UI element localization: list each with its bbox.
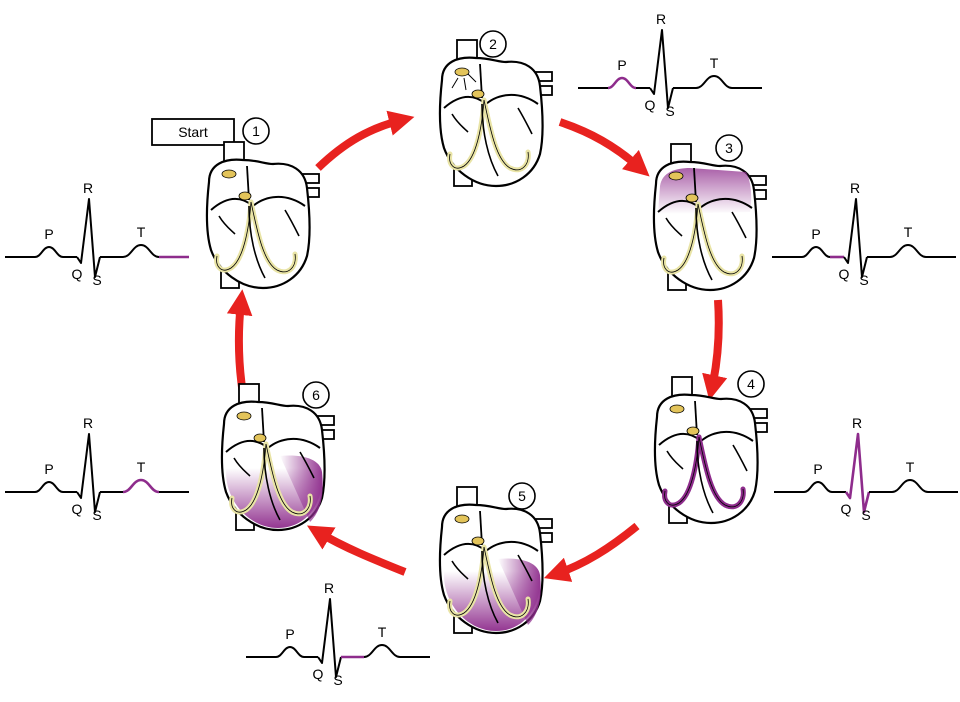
stage-number-text: 4 [747, 376, 755, 392]
arrow-2-to-3 [558, 118, 650, 177]
ecg-segment-t [122, 244, 160, 258]
ecg-segment-qrs [844, 432, 871, 514]
stage-number-text: 2 [489, 36, 497, 52]
ecg-segment-p [801, 246, 831, 258]
ecg-segment-qrs [76, 198, 101, 278]
stage-number-text: 3 [725, 140, 733, 156]
stage-number-circle [508, 482, 536, 510]
arrow-3-to-4 [702, 299, 728, 401]
stage-number-text: 1 [252, 123, 260, 139]
ecg-segment-p [803, 481, 833, 493]
stage-number-circle [737, 370, 765, 398]
ecg-label-t: T [137, 224, 146, 240]
heart-illustrations [205, 39, 768, 635]
ecg-segment-t [889, 244, 927, 258]
ecg-segment-p [34, 481, 64, 493]
stage-number-1: 1 [242, 117, 270, 145]
ecg-label-t: T [137, 459, 146, 475]
ecg-label-s: S [333, 672, 342, 688]
start-label: Start [151, 118, 235, 146]
start-box [151, 118, 235, 146]
ecg-segment-t [363, 644, 401, 658]
ecg-label-s: S [859, 272, 868, 288]
stage-number-circle [242, 117, 270, 145]
ecg-label-q: Q [645, 97, 656, 113]
heart-stage-2 [438, 39, 553, 188]
ecg-segment-p [607, 76, 637, 90]
ecg-label-s: S [861, 507, 870, 523]
arrow-1-to-2 [315, 110, 415, 171]
ecg-label-q: Q [72, 266, 83, 282]
stage-numbers: 1 2 3 4 5 6 [242, 30, 765, 510]
arrow-6-to-1 [226, 289, 253, 395]
ecg-label-s: S [92, 507, 101, 523]
ecg-label-q: Q [72, 501, 83, 517]
stage-number-text: 6 [312, 387, 320, 403]
ecg-label-q: Q [313, 666, 324, 682]
ecg-segment-qrs [76, 433, 101, 513]
ecg-segment-qrs [649, 29, 674, 109]
ecg-label-r: R [850, 180, 860, 196]
ecg-segment-p [34, 246, 64, 258]
ecg-label-p: P [811, 226, 820, 242]
ecg-label-t: T [906, 459, 915, 475]
ecg-label-t: T [710, 55, 719, 71]
ecg-label-p: P [285, 626, 294, 642]
arrow-5-to-6 [306, 525, 407, 576]
ecg-label-p: P [617, 57, 626, 73]
ecg-label-q: Q [841, 501, 852, 517]
stage-number-circle [479, 30, 507, 58]
ecg-label-r: R [83, 415, 93, 431]
ecg-label-r: R [324, 580, 334, 596]
stage-number-circle [302, 381, 330, 409]
ecg-label-p: P [44, 226, 53, 242]
stage-number-text: 5 [518, 488, 526, 504]
heart-stage-4 [653, 376, 768, 525]
ecg-label-r: R [656, 11, 666, 27]
heart-stage-1 [205, 141, 320, 290]
ecg-label-r: R [852, 415, 862, 431]
stage-number-6: 6 [302, 381, 330, 409]
ecg-label-s: S [665, 103, 674, 119]
ecg-label-t: T [378, 624, 387, 640]
stage-number-4: 4 [737, 370, 765, 398]
stage-number-circle [715, 134, 743, 162]
arrow-4-to-5 [543, 522, 640, 582]
ecg-segment-t [891, 479, 929, 493]
stage-number-2: 2 [479, 30, 507, 58]
ecg-label-r: R [83, 180, 93, 196]
heart-stage-5 [438, 486, 553, 635]
start-text: Start [178, 124, 208, 140]
ecg-label-s: S [92, 272, 101, 288]
ecg-segment-t [695, 75, 733, 89]
ecg-label-p: P [44, 461, 53, 477]
heart-stage-3 [652, 143, 767, 292]
ecg-segment-t [122, 478, 160, 494]
heart-stage-6 [220, 383, 335, 532]
ecg-segment-p [275, 646, 305, 658]
ecg-label-q: Q [839, 266, 850, 282]
stage-number-5: 5 [508, 482, 536, 510]
stage-number-3: 3 [715, 134, 743, 162]
ecg-segment-qrs [317, 598, 342, 678]
ecg-label-t: T [904, 224, 913, 240]
ecg-label-p: P [813, 461, 822, 477]
ecg-segment-qrs [843, 198, 868, 278]
